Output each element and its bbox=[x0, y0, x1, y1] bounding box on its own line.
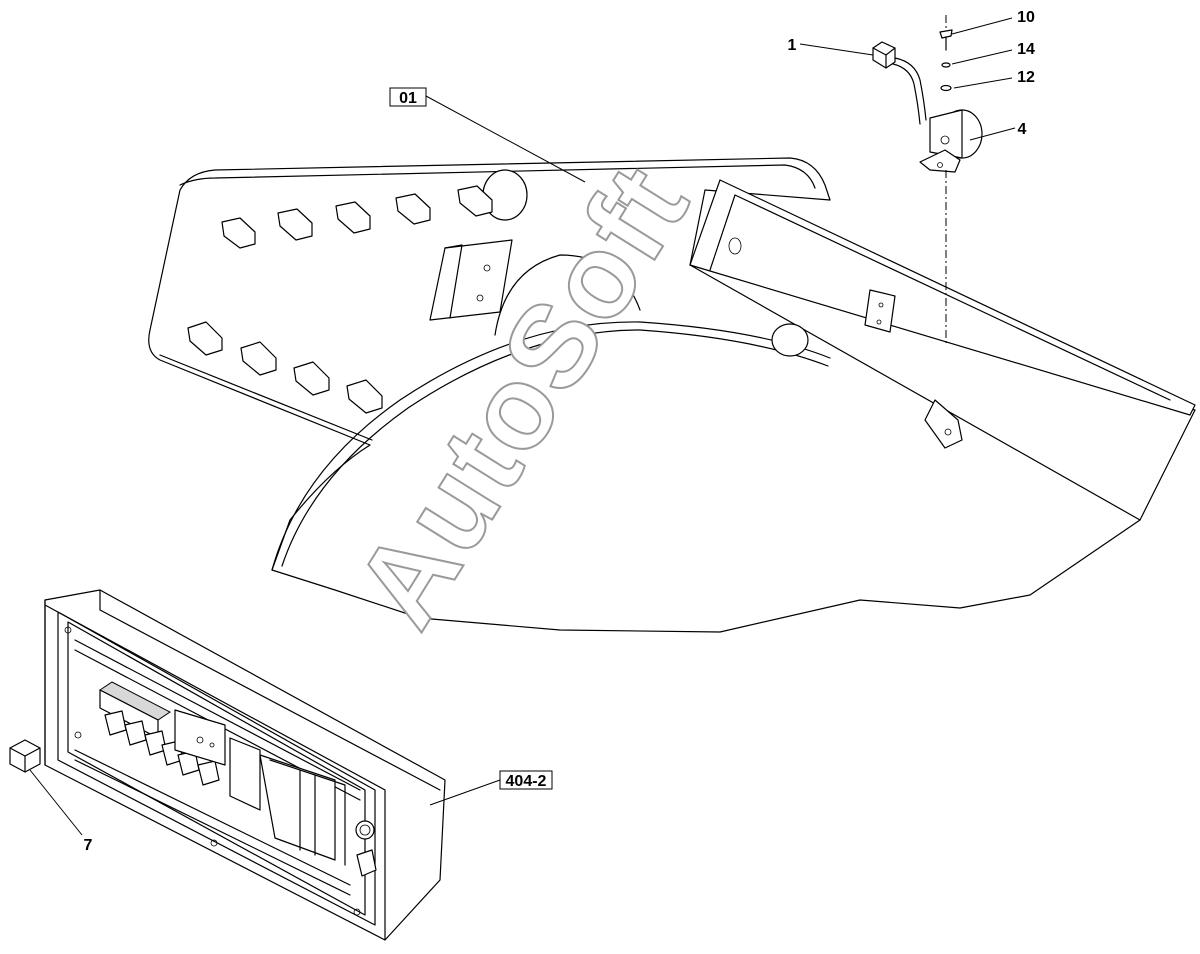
callout-14-label: 14 bbox=[1017, 41, 1035, 58]
callout-14: 14 bbox=[951, 41, 1035, 65]
dashboard-panel bbox=[148, 157, 1196, 633]
callout-10-label: 10 bbox=[1017, 9, 1035, 26]
callout-4: 4 bbox=[969, 121, 1027, 141]
callout-4-label: 4 bbox=[1018, 121, 1027, 138]
callout-404-2-label: 404-2 bbox=[506, 773, 547, 790]
part-7-cube bbox=[9, 739, 41, 773]
sender-assembly bbox=[872, 15, 983, 345]
callout-01: 01 bbox=[389, 87, 586, 183]
callout-01-label: 01 bbox=[399, 90, 417, 107]
callout-10: 10 bbox=[951, 9, 1035, 35]
callout-12-label: 12 bbox=[1017, 69, 1035, 86]
callout-1: 1 bbox=[788, 37, 874, 56]
callout-12: 12 bbox=[953, 69, 1035, 89]
callout-1-label: 1 bbox=[788, 37, 797, 54]
callout-7: 7 bbox=[29, 769, 93, 854]
callout-404-2: 404-2 bbox=[429, 770, 553, 806]
control-module bbox=[44, 589, 446, 941]
callout-7-label: 7 bbox=[84, 837, 93, 854]
